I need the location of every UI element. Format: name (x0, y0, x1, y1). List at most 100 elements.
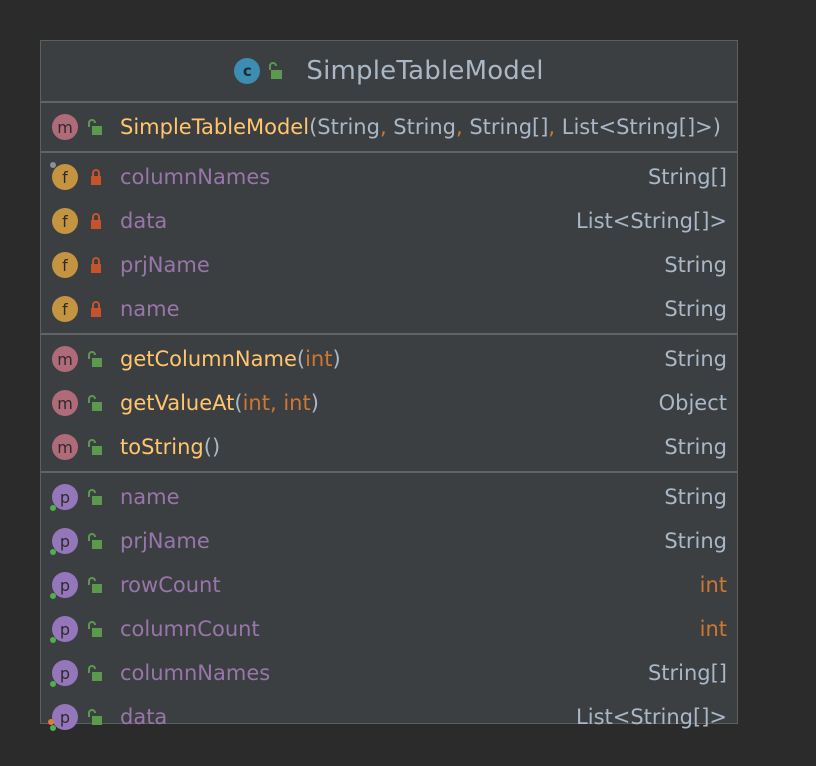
method-return-type: String (664, 347, 727, 371)
property-icon: p (50, 660, 78, 687)
field-name: prjName (120, 253, 210, 277)
field-type: String (664, 297, 727, 321)
method-name: getColumnName (120, 347, 297, 371)
marker-dot (50, 593, 56, 599)
method-row[interactable]: m getColumnName(int) String (41, 337, 737, 381)
property-row[interactable]: p columnNames String[] (41, 651, 737, 695)
unlock-icon (88, 489, 102, 505)
property-icon: p (48, 704, 78, 731)
unlock-icon (88, 119, 102, 135)
property-type: String (664, 485, 727, 509)
marker-dot (50, 637, 56, 643)
method-param: ( (296, 347, 306, 371)
method-signature: toString() (120, 435, 220, 459)
class-header[interactable]: c SimpleTableModel (41, 41, 737, 103)
property-row[interactable]: p columnCount int (41, 607, 737, 651)
field-icon: f (52, 252, 78, 278)
constructor-signature: SimpleTableModel(String, String, String[… (120, 115, 721, 139)
constructor-param: String (317, 115, 380, 139)
marker-dot (50, 549, 56, 555)
field-icon: f (52, 296, 78, 322)
property-type: String[] (647, 661, 727, 685)
field-icon: f (52, 208, 78, 234)
method-param: int (305, 347, 333, 371)
constructor-name: SimpleTableModel (120, 115, 310, 139)
constructor-param: String (386, 115, 456, 139)
marker-dot (50, 681, 56, 687)
property-name: columnCount (120, 617, 260, 641)
property-name: data (120, 705, 168, 729)
constructor-param: String[] (462, 115, 549, 139)
constructor-param: , (548, 115, 556, 139)
method-param: ( (234, 391, 243, 415)
field-row[interactable]: f name String (41, 287, 737, 331)
property-type: int (699, 617, 727, 641)
method-row[interactable]: m getValueAt(int, int) Object (41, 381, 737, 425)
method-param: ) (310, 391, 319, 415)
unlock-icon (88, 533, 102, 549)
constructor-param: , (379, 115, 387, 139)
method-icon: m (52, 390, 78, 416)
field-name: data (120, 209, 168, 233)
field-name: name (120, 297, 180, 321)
method-param: int, int (242, 391, 311, 415)
method-param: () (203, 435, 221, 459)
property-row[interactable]: p data List<String[]> (41, 695, 737, 739)
constructor-param: ( (309, 115, 318, 139)
lock-icon (91, 169, 101, 185)
property-name: prjName (120, 529, 210, 553)
field-type: List<String[]> (576, 209, 727, 233)
unlock-icon (88, 395, 102, 411)
method-icon: m (52, 114, 78, 140)
property-type: int (699, 573, 727, 597)
constructor-param: List<String[]>) (555, 115, 721, 139)
constructor-param: , (455, 115, 463, 139)
field-icon: f (50, 162, 78, 190)
unlock-icon (88, 439, 102, 455)
marker-dot (48, 719, 54, 725)
property-type: List<String[]> (576, 705, 727, 729)
lock-icon (91, 301, 101, 317)
method-name: toString (120, 435, 204, 459)
method-icon: m (52, 434, 78, 460)
unlock-icon (88, 665, 102, 681)
marker-dot (50, 725, 56, 731)
marker-dot (50, 505, 56, 511)
method-icon: m (52, 346, 78, 372)
lock-icon (91, 257, 101, 273)
property-name: rowCount (120, 573, 221, 597)
method-return-type: String (664, 435, 727, 459)
property-row[interactable]: p name String (41, 475, 737, 519)
property-row[interactable]: p rowCount int (41, 563, 737, 607)
field-row[interactable]: f data List<String[]> (41, 199, 737, 243)
property-icon: p (50, 572, 78, 599)
unlock-icon (88, 709, 102, 725)
method-name: getValueAt (120, 391, 235, 415)
method-return-type: Object (658, 391, 727, 415)
class-name: SimpleTableModel (306, 56, 544, 86)
method-signature: getValueAt(int, int) (120, 391, 319, 415)
property-name: name (120, 485, 180, 509)
property-icon: p (50, 484, 78, 511)
property-icon: p (50, 616, 78, 643)
unlock-icon (88, 621, 102, 637)
property-name: columnNames (120, 661, 271, 685)
method-param: ) (332, 347, 341, 371)
method-signature: getColumnName(int) (120, 347, 341, 371)
property-icon: p (50, 528, 78, 555)
unlock-icon (88, 577, 102, 593)
unlock-icon (269, 62, 283, 79)
marker-dot (50, 162, 56, 168)
field-name: columnNames (120, 165, 271, 189)
unlock-icon (88, 351, 102, 367)
method-row[interactable]: m toString() String (41, 425, 737, 469)
